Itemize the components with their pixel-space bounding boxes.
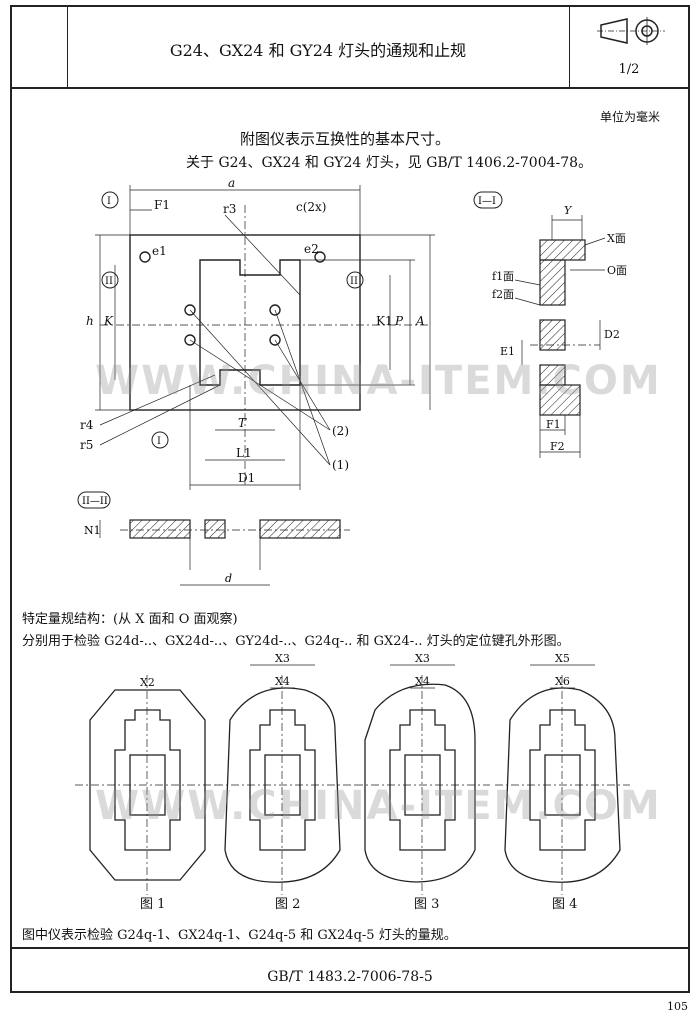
sheet-number: 1/2 xyxy=(618,62,640,77)
dim-e2: e2 xyxy=(304,242,319,256)
page-number: 105 xyxy=(667,1000,688,1013)
dim-r4: r4 xyxy=(80,418,94,432)
mark-2: (2) xyxy=(332,424,349,438)
paragraph-usage: 分别用于检验 G24d-..、GX24d-..、GY24d-..、G24q-..… xyxy=(22,634,570,649)
paragraph-note: 图中仪表示检验 G24q-1、GX24q-1、G24q-5 和 GX24q-5 … xyxy=(22,928,457,943)
figure-1-caption: 图 1 xyxy=(140,897,166,912)
dim-T: T xyxy=(238,416,247,430)
sec-II-right: II xyxy=(350,276,358,287)
paragraph-structure: 特定量规结构：(从 X 面和 O 面观察) xyxy=(22,612,238,627)
heading: 附图仪表示互换性的基本尺寸。 xyxy=(240,130,451,148)
figure-2-caption: 图 2 xyxy=(275,897,301,912)
label-f2-face: f2面 xyxy=(492,288,514,301)
section-I-I-view: I—I Y X面 O面 f1面 f2面 D2 E1 F1 F2 xyxy=(473,191,627,458)
dim-F1b: F1 xyxy=(546,418,561,431)
dim-X3b: X3 xyxy=(415,652,430,665)
figure-3-caption: 图 3 xyxy=(414,897,440,912)
dim-r3: r3 xyxy=(223,202,236,216)
dim-K1: K1 xyxy=(376,314,393,328)
sec-I-I-label: I—I xyxy=(478,196,496,207)
dim-L1: L1 xyxy=(236,446,252,460)
label-X-face: X面 xyxy=(607,232,626,245)
sec-II-left: II xyxy=(105,276,113,287)
page-title: G24、GX24 和 GY24 灯头的通规和止规 xyxy=(169,41,467,60)
dim-X4b: X4 xyxy=(415,675,430,688)
dim-D1: D1 xyxy=(238,471,255,485)
keyhole-figures: X2 X3 X4 X3 X4 X5 X6 xyxy=(75,652,630,895)
dim-X5: X5 xyxy=(555,652,570,665)
dim-D2: D2 xyxy=(604,328,620,341)
section-II-II-view: II—II N1 d xyxy=(77,491,350,586)
standard-number: GB/T 1483.2-7006-78-5 xyxy=(267,969,433,985)
dim-P: P xyxy=(394,314,404,328)
dim-h: h xyxy=(86,314,94,328)
dim-a: a xyxy=(228,176,235,190)
first-angle-projection-icon xyxy=(597,13,667,57)
dim-X2: X2 xyxy=(140,676,155,689)
dim-A: A xyxy=(415,314,425,328)
dim-N1: N1 xyxy=(84,524,101,537)
dim-X6: X6 xyxy=(555,675,570,688)
dim-F1: F1 xyxy=(154,198,170,212)
dim-e1: e1 xyxy=(152,244,167,258)
dim-K: K xyxy=(103,314,114,328)
dim-F2: F2 xyxy=(550,440,565,453)
figure-4-caption: 图 4 xyxy=(552,897,578,912)
dim-d: d xyxy=(225,572,232,585)
mark-1: (1) xyxy=(332,458,349,472)
title-block: G24、GX24 和 GY24 灯头的通规和止规 1/2 xyxy=(12,7,688,89)
unit-note: 单位为毫米 xyxy=(600,110,661,124)
dim-c2x: c(2x) xyxy=(296,200,327,214)
label-O-face: O面 xyxy=(607,264,627,277)
watermark-top: WWW.CHINA-ITEM.COM xyxy=(95,358,662,404)
footer-block: GB/T 1483.2-7006-78-5 xyxy=(12,947,688,993)
sec-I-top: I xyxy=(107,196,111,207)
dim-Y: Y xyxy=(564,204,573,217)
subheading: 关于 G24、GX24 和 GY24 灯头，见 GB/T 1406.2-7004… xyxy=(186,155,593,171)
sec-II-II-label: II—II xyxy=(82,496,108,507)
dim-r5: r5 xyxy=(80,438,93,452)
label-f1-face: f1面 xyxy=(492,270,514,283)
dim-X3: X3 xyxy=(275,652,290,665)
watermark-bottom: WWW.CHINA-ITEM.COM xyxy=(95,783,662,829)
dim-X4a: X4 xyxy=(275,675,290,688)
page-frame: G24、GX24 和 GY24 灯头的通规和止规 1/2 GB/T 1483.2… xyxy=(10,5,690,993)
sec-I-bottom: I xyxy=(157,436,161,447)
dim-E1: E1 xyxy=(500,345,515,358)
gauge-main-view: a F1 e1 e2 c(2x) r3 h K K1 P A T L1 D1 r… xyxy=(80,176,435,490)
